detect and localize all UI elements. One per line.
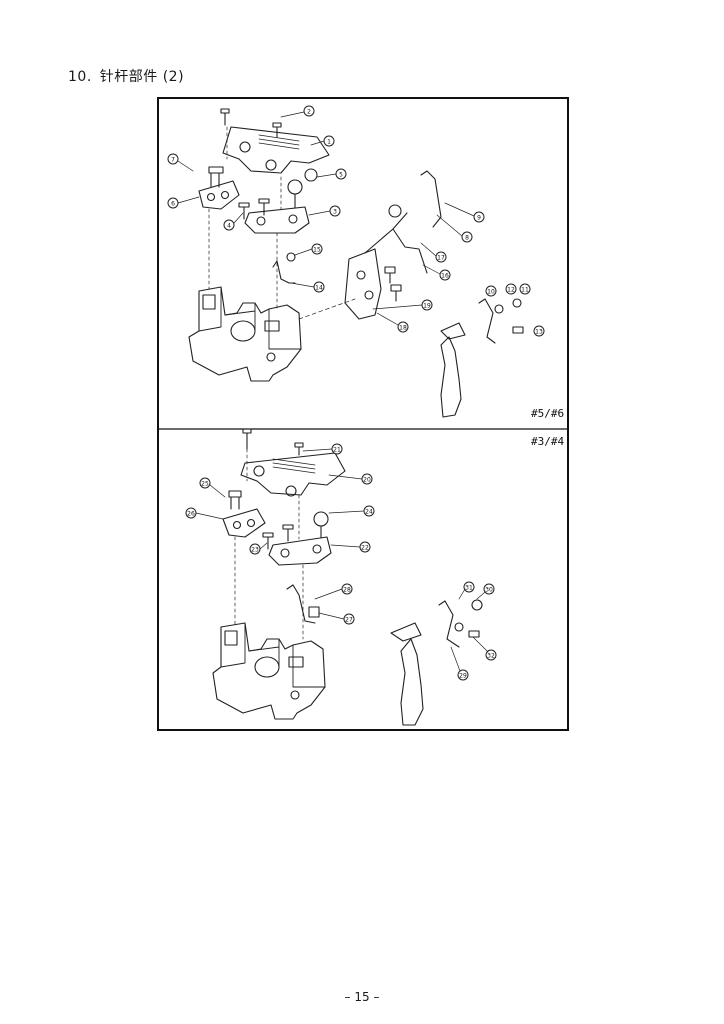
heading-title: 针杆部件 (2) (99, 69, 185, 85)
callout-number: 20 (363, 477, 371, 484)
bottom-variant-label: #3/#4 (531, 435, 564, 448)
callout-number: 23 (251, 547, 259, 554)
center-bracket (244, 206, 310, 234)
callout-number: 5 (339, 172, 343, 179)
screw (468, 630, 480, 638)
callout-number: 21 (333, 447, 341, 454)
callout-number: 14 (315, 285, 323, 292)
callout-number: 10 (487, 289, 495, 296)
heading-number: 10. (68, 69, 92, 85)
screw (242, 428, 252, 450)
callout-number: 11 (521, 287, 529, 294)
bottom-center-bracket (268, 536, 332, 566)
callout-number: 7 (171, 157, 175, 164)
screw (220, 108, 230, 126)
side-plate (344, 248, 382, 320)
callout-number: 2 (307, 109, 311, 116)
bottom-thread-guide (438, 600, 460, 648)
callout-number: 15 (313, 247, 321, 254)
callout-number: 17 (437, 255, 445, 262)
callout-number: 28 (343, 587, 351, 594)
screw (512, 326, 524, 334)
callout-number: 3 (333, 209, 337, 216)
bottom-needle-bar-block (212, 622, 326, 720)
screw (258, 198, 270, 216)
screw (238, 202, 250, 220)
left-bracket (198, 180, 240, 210)
bottom-left-bracket (222, 508, 266, 538)
callout-number: 18 (399, 325, 407, 332)
callout-number: 13 (535, 329, 543, 336)
callout-number: 32 (487, 653, 495, 660)
bottom-needle-clamp (286, 584, 316, 624)
screw (262, 532, 274, 550)
needle-bar-block (188, 286, 302, 382)
thread-guide (478, 298, 496, 344)
section-heading: 10. 针杆部件 (2) (68, 66, 184, 86)
callout-number: 29 (459, 673, 467, 680)
callout-number: 9 (477, 215, 481, 222)
screw (272, 122, 282, 138)
callout-number: 4 (227, 223, 231, 230)
screw (384, 266, 396, 284)
callout-number: 27 (345, 617, 353, 624)
screw (208, 166, 224, 188)
screw (294, 442, 304, 456)
callout-number: 12 (507, 287, 515, 294)
callout-number: 16 (441, 273, 449, 280)
callout-number: 31 (465, 585, 473, 592)
spring-lever (364, 212, 428, 274)
needle-bar (440, 336, 462, 418)
bottom-callouts: 21 20 25 24 26 23 22 28 27 31 30 29 32 (185, 443, 497, 681)
callout-number: 1 (327, 139, 331, 146)
callout-number: 30 (485, 587, 493, 594)
needle-clamp (272, 260, 296, 284)
callout-number: 24 (365, 509, 373, 516)
bottom-assembly: 21 20 25 24 26 23 22 28 27 31 30 29 32 #3/#4 (185, 428, 564, 726)
callout-number: 26 (187, 511, 195, 518)
callout-number: 22 (361, 545, 369, 552)
callout-number: 8 (465, 235, 469, 242)
page-number: – 15 – (344, 990, 380, 1004)
lever-arm (420, 170, 442, 228)
callout-number: 6 (171, 201, 175, 208)
callout-number: 19 (423, 303, 431, 310)
callout-number: 25 (201, 481, 209, 488)
bottom-needle-bar (400, 638, 424, 726)
screw (282, 524, 294, 542)
top-variant-label: #5/#6 (531, 407, 564, 420)
screw (228, 490, 242, 510)
top-plate (222, 126, 330, 174)
screw (390, 284, 402, 302)
bottom-top-plate (240, 452, 346, 496)
